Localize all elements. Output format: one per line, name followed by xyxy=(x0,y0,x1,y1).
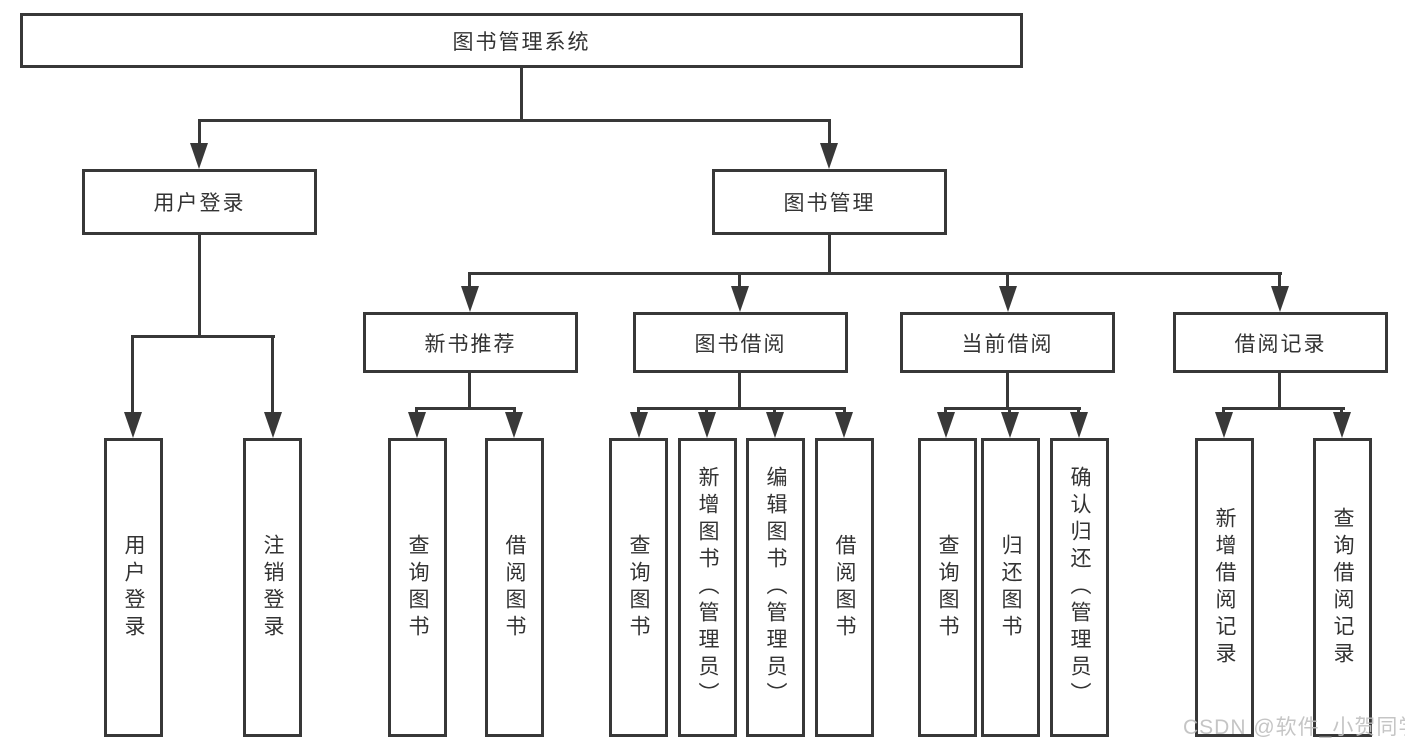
connector-drop xyxy=(705,407,708,414)
arrowhead xyxy=(505,412,523,438)
connector-drop xyxy=(415,407,418,414)
connector-level1-bar xyxy=(198,119,831,122)
node-borrow-edit-books-admin: 编辑图书（管理员） xyxy=(746,438,805,737)
connector-drop xyxy=(637,407,640,414)
arrowhead xyxy=(1001,412,1019,438)
node-user-login-action: 用户登录 xyxy=(104,438,163,737)
arrowhead xyxy=(1215,412,1233,438)
watermark: CSDN @软件_小贺同学 xyxy=(1183,716,1405,739)
connector-drop xyxy=(1278,272,1281,288)
node-new-book-recommend: 新书推荐 xyxy=(363,312,578,373)
connector-recommend-bar xyxy=(415,407,516,410)
connector-drop xyxy=(843,407,846,414)
node-root: 图书管理系统 xyxy=(20,13,1023,68)
node-current-confirm-return-admin: 确认归还（管理员） xyxy=(1050,438,1109,737)
arrowhead xyxy=(1070,412,1088,438)
connector-drop xyxy=(738,272,741,288)
node-book-management: 图书管理 xyxy=(712,169,947,235)
arrowhead xyxy=(766,412,784,438)
arrowhead xyxy=(124,412,142,438)
arrowhead xyxy=(1271,286,1289,312)
connector-borrow-bar xyxy=(637,407,846,410)
connector-drop xyxy=(131,335,134,413)
connector-drop xyxy=(1006,272,1009,288)
node-records-add-record: 新增借阅记录 xyxy=(1195,438,1254,737)
connector-drop xyxy=(1222,407,1225,414)
connector-drop xyxy=(944,407,947,414)
connector-borrow-stem xyxy=(738,373,741,407)
connector-book-management-stem xyxy=(828,235,831,272)
connector-records-stem xyxy=(1278,373,1281,407)
arrowhead xyxy=(820,143,838,169)
node-recommend-borrow-books: 借阅图书 xyxy=(485,438,544,737)
arrowhead xyxy=(999,286,1017,312)
connector-drop xyxy=(271,335,274,413)
connector-records-bar xyxy=(1222,407,1345,410)
arrowhead xyxy=(835,412,853,438)
connector-current-stem xyxy=(1006,373,1009,407)
arrowhead xyxy=(190,143,208,169)
node-logout-action: 注销登录 xyxy=(243,438,302,737)
connector-user-login-stem xyxy=(198,235,201,335)
arrowhead xyxy=(264,412,282,438)
arrowhead xyxy=(731,286,749,312)
connector-drop xyxy=(198,119,201,145)
node-recommend-query-books: 查询图书 xyxy=(388,438,447,737)
connector-drop xyxy=(828,119,831,145)
connector-root-stem xyxy=(520,68,523,119)
connector-drop xyxy=(1008,407,1011,414)
arrowhead xyxy=(1333,412,1351,438)
connector-level2-bar xyxy=(468,272,1282,275)
arrowhead xyxy=(630,412,648,438)
node-borrow-records: 借阅记录 xyxy=(1173,312,1388,373)
connector-user-login-bar xyxy=(131,335,275,338)
node-records-query-record: 查询借阅记录 xyxy=(1313,438,1372,737)
node-borrow-add-books-admin: 新增图书（管理员） xyxy=(678,438,737,737)
connector-current-bar xyxy=(944,407,1081,410)
arrowhead xyxy=(698,412,716,438)
node-current-borrow: 当前借阅 xyxy=(900,312,1115,373)
arrowhead xyxy=(461,286,479,312)
connector-drop xyxy=(513,407,516,414)
node-user-login: 用户登录 xyxy=(82,169,317,235)
connector-drop xyxy=(1077,407,1080,414)
node-current-query-books: 查询图书 xyxy=(918,438,977,737)
connector-drop xyxy=(468,272,471,288)
connector-drop xyxy=(1340,407,1343,414)
node-borrow-query-books: 查询图书 xyxy=(609,438,668,737)
arrowhead xyxy=(408,412,426,438)
node-borrow-borrow-books: 借阅图书 xyxy=(815,438,874,737)
node-book-borrow: 图书借阅 xyxy=(633,312,848,373)
arrowhead xyxy=(937,412,955,438)
connector-recommend-stem xyxy=(468,373,471,407)
node-current-return-books: 归还图书 xyxy=(981,438,1040,737)
connector-drop xyxy=(773,407,776,414)
